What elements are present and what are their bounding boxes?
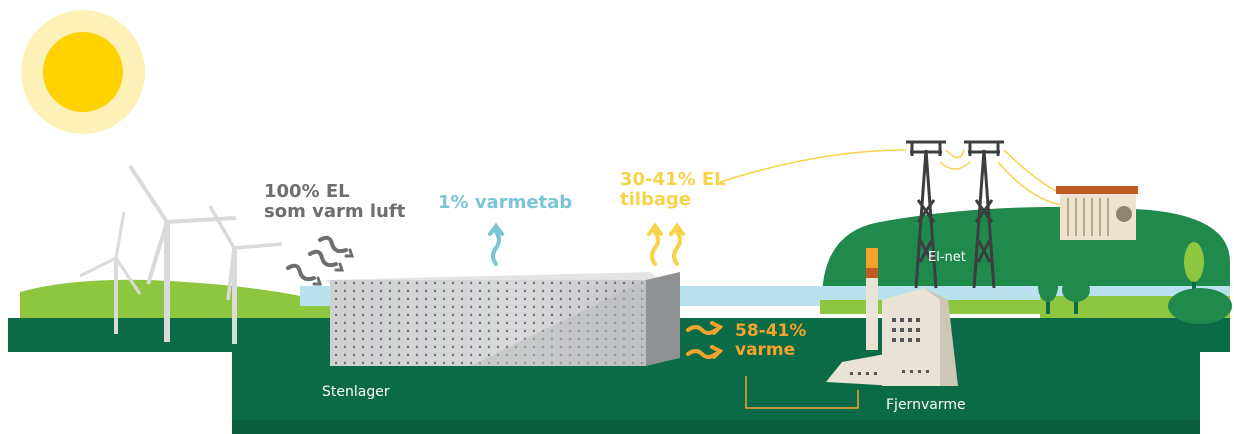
district-heating-label: Fjernvarme bbox=[886, 397, 966, 413]
trees-icon bbox=[1038, 242, 1232, 324]
el-return-line2: tilbage bbox=[620, 189, 692, 211]
heat-out-line1: 58-41% bbox=[735, 321, 807, 341]
el-return-label: 30-41% EL tilbage bbox=[620, 169, 726, 211]
warm-air-arrows-icon bbox=[286, 235, 355, 286]
left-grass bbox=[20, 279, 330, 322]
stone-storage-block bbox=[326, 272, 680, 366]
storage-label: Stenlager bbox=[322, 384, 390, 400]
el-input-line2: som varm luft bbox=[264, 201, 406, 223]
ground-shadow bbox=[232, 420, 1200, 434]
district-heating-plant bbox=[826, 248, 958, 386]
heat-loss-label: 1% varmetab bbox=[438, 192, 573, 213]
heating-pipe bbox=[745, 376, 859, 409]
el-return-line1: 30-41% EL bbox=[620, 169, 726, 190]
grid-label: El-net bbox=[928, 250, 966, 265]
heat-out-arrows-icon bbox=[686, 321, 724, 359]
heat-loss-arrow-icon bbox=[488, 222, 504, 266]
el-input-line1: 100% EL bbox=[264, 181, 350, 202]
production-label: EL-Produktion bbox=[114, 361, 211, 377]
sun-icon bbox=[21, 10, 145, 134]
substation-building bbox=[1056, 186, 1138, 240]
power-lines bbox=[719, 149, 1067, 207]
el-input-label: 100% EL som varm luft bbox=[264, 181, 406, 223]
heat-out-line2: varme bbox=[735, 340, 796, 361]
power-pylons-icon bbox=[906, 140, 1004, 289]
el-return-arrows-icon bbox=[647, 222, 685, 266]
heat-loss-text: 1% varmetab bbox=[438, 192, 573, 213]
wind-turbines bbox=[79, 164, 283, 344]
heat-out-label: 58-41% varme bbox=[735, 321, 807, 361]
